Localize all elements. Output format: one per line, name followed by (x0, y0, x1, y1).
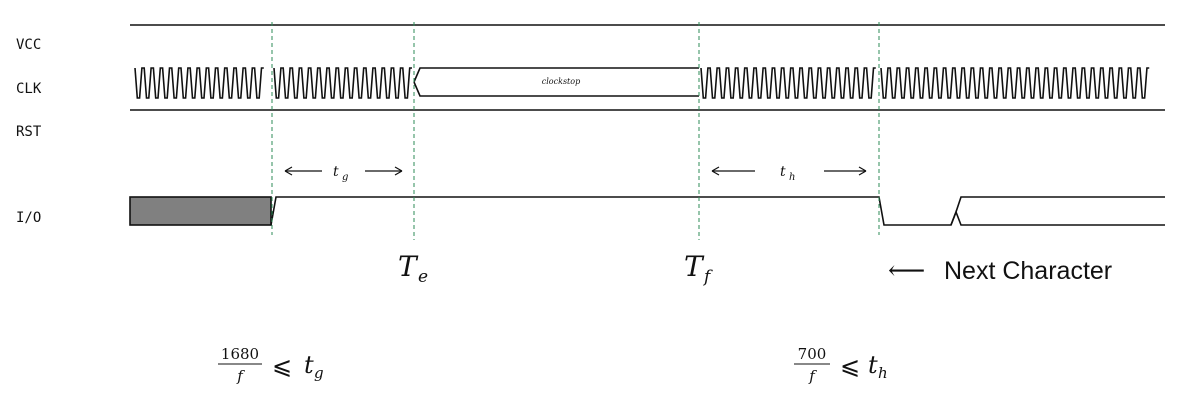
th-symbol: t (780, 164, 786, 180)
tf-symbol: T (684, 250, 705, 283)
formula-right-rhs-sub: h (878, 364, 888, 382)
formula-left-numerator: 1680 (221, 345, 259, 363)
clk-label: CLK (16, 81, 42, 97)
formula-right-rhs: t (868, 351, 878, 379)
formula-right-denominator: f (808, 367, 817, 385)
next-character-label: Next Character (944, 257, 1112, 285)
io-undefined-region (129, 196, 272, 226)
rst-label: RST (16, 124, 42, 140)
formula-left-rhs-sub: g (314, 364, 324, 382)
formula-left-rhs: t (304, 351, 314, 379)
clk-trace (134, 67, 1150, 99)
formula-right-numerator: 700 (798, 345, 827, 363)
next-character-arrow: ⟵ (888, 256, 925, 286)
te-subscript: e (418, 267, 428, 287)
io-trace-low (950, 209, 1165, 226)
formula-right-relation: ⩽ (840, 352, 860, 380)
tf-subscript: f (702, 267, 713, 287)
formula-left: 1680 f ⩽ t g (218, 345, 324, 385)
tg-symbol: t (333, 164, 339, 180)
tg-subscript: g (342, 172, 348, 183)
te-symbol: T (398, 250, 419, 283)
io-label: I/O (16, 210, 42, 226)
th-subscript: h (789, 172, 795, 183)
clock-stop-box (413, 67, 699, 97)
tg-interval: t g (284, 164, 403, 183)
formula-left-denominator: f (236, 367, 245, 385)
th-interval: t h (711, 164, 867, 183)
vcc-label: VCC (16, 37, 42, 53)
formula-left-relation: ⩽ (272, 352, 292, 380)
clock-stop-label: clockstop (542, 77, 580, 86)
formula-right: 700 f ⩽ t h (794, 345, 888, 385)
io-trace-high (270, 196, 1165, 226)
